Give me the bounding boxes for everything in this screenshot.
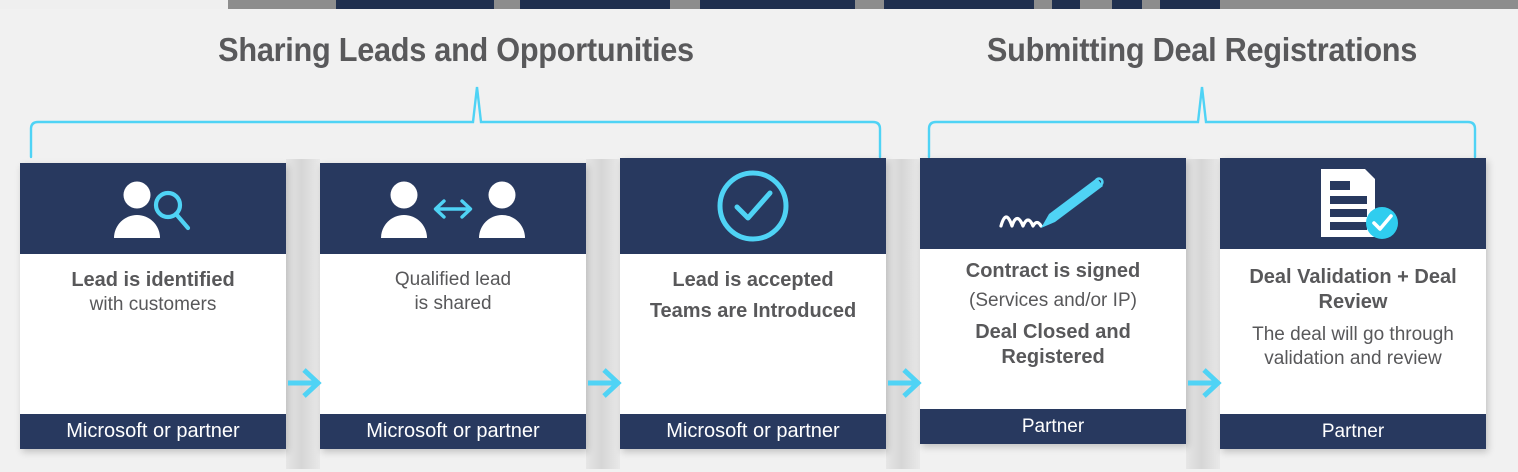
two-people-exchange-icon <box>379 178 527 240</box>
card-line: validation and review <box>1264 348 1442 369</box>
sliver-text <box>6 0 8 7</box>
arrow-right-icon-3-4 <box>887 361 922 405</box>
card-footer-label: Microsoft or partner <box>66 420 240 442</box>
card-line: Registered <box>1001 346 1105 368</box>
card-deal-validation-review[interactable]: Deal Validation + Deal Review The deal w… <box>1220 158 1486 449</box>
card-footer-label: Microsoft or partner <box>366 420 540 442</box>
card-footer: Microsoft or partner <box>620 414 886 449</box>
card-header <box>620 158 886 254</box>
card-lead-identified[interactable]: Lead is identified with customers Micros… <box>20 163 286 449</box>
card-qualified-lead-shared[interactable]: Qualified lead is shared Microsoft or pa… <box>320 163 586 449</box>
card-body: Deal Validation + Deal Review The deal w… <box>1220 249 1486 414</box>
card-header <box>320 163 586 254</box>
diagram-canvas: Sharing Leads and Opportunities Submitti… <box>0 9 1518 472</box>
card-line: The deal will go through <box>1252 324 1454 345</box>
card-line: is shared <box>414 293 492 314</box>
card-line: Review <box>1318 291 1388 313</box>
gap-band <box>586 159 620 469</box>
card-line: Qualified lead <box>394 269 512 290</box>
bracket-submitting <box>922 79 1487 159</box>
gap-band <box>1186 159 1220 469</box>
arrow-right-icon-4-5 <box>1187 361 1222 405</box>
card-footer-label: Partner <box>1321 420 1385 442</box>
group-title-sharing: Sharing Leads and Opportunities <box>218 31 694 68</box>
check-circle-icon <box>715 168 791 244</box>
card-footer: Partner <box>1220 414 1486 449</box>
gap-band <box>886 159 920 469</box>
bracket-sharing <box>24 79 894 159</box>
card-body: Lead is accepted Teams are Introduced <box>620 254 886 414</box>
arrow-right-icon-2-3 <box>587 361 622 405</box>
card-footer: Microsoft or partner <box>20 414 286 449</box>
previous-slide-sliver <box>0 0 1518 9</box>
card-footer-label: Partner <box>1021 415 1085 437</box>
card-line: Deal Closed and <box>975 321 1131 343</box>
signature-pen-icon <box>993 170 1113 238</box>
card-line: (Services and/or IP) <box>969 290 1137 311</box>
card-line: Contract is signed <box>965 260 1141 282</box>
person-search-icon <box>110 178 196 240</box>
card-line: with customers <box>89 294 217 315</box>
card-footer-label: Microsoft or partner <box>666 420 840 442</box>
group-title-submitting: Submitting Deal Registrations <box>986 31 1418 68</box>
card-footer: Partner <box>920 409 1186 444</box>
card-line: Lead is accepted <box>672 269 834 291</box>
card-body: Lead is identified with customers <box>20 254 286 414</box>
card-header <box>920 158 1186 249</box>
card-line: Deal Validation + Deal <box>1249 266 1457 288</box>
gap-band <box>286 159 320 469</box>
card-footer: Microsoft or partner <box>320 414 586 449</box>
card-body: Contract is signed (Services and/or IP) … <box>920 249 1186 409</box>
document-approved-icon <box>1303 167 1403 241</box>
card-header <box>1220 158 1486 249</box>
arrow-right-icon-1-2 <box>287 361 322 405</box>
card-contract-signed[interactable]: Contract is signed (Services and/or IP) … <box>920 158 1186 444</box>
card-line: Lead is identified <box>71 269 235 291</box>
card-line: Teams are Introduced <box>649 300 857 322</box>
card-header <box>20 163 286 254</box>
card-lead-accepted[interactable]: Lead is accepted Teams are Introduced Mi… <box>620 158 886 449</box>
card-body: Qualified lead is shared <box>320 254 586 414</box>
